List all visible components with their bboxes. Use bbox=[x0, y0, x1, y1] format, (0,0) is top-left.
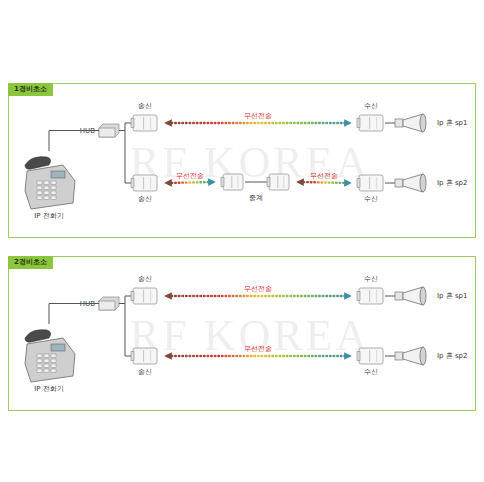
horn-speaker: Ip 혼 sp1 bbox=[395, 113, 427, 133]
ip-phone: IP 전화기 bbox=[23, 151, 75, 209]
wireless-link bbox=[168, 355, 348, 357]
speaker-icon bbox=[395, 346, 427, 366]
guard-post-panel: 1경비초소HUB송신수신Ip 혼 sp1IP 전화기송신중계수신Ip 혼 sp2 bbox=[8, 83, 476, 238]
wireless-link bbox=[168, 122, 348, 124]
link-label: 무선전송 bbox=[310, 172, 338, 180]
link-label: 무선전송 bbox=[244, 285, 272, 293]
device-icon bbox=[357, 347, 385, 365]
node-label: Ip 혼 sp2 bbox=[437, 179, 468, 188]
horn-speaker: Ip 혼 sp2 bbox=[395, 173, 427, 193]
wireless-link bbox=[168, 295, 348, 297]
node-label: 수신 bbox=[364, 102, 378, 111]
node-label: Ip 혼 sp1 bbox=[437, 119, 468, 128]
device-icon bbox=[357, 287, 385, 305]
node-label: IP 전화기 bbox=[34, 212, 64, 221]
speaker-icon bbox=[395, 286, 427, 306]
hub-icon bbox=[99, 124, 119, 137]
node-label: IP 전화기 bbox=[34, 385, 64, 394]
hub-box: HUB bbox=[99, 297, 119, 310]
phone-icon bbox=[23, 151, 75, 209]
link-label: 무선전송 bbox=[176, 172, 204, 180]
node-label: 중계 bbox=[249, 194, 263, 203]
watermark: RF KOREA bbox=[130, 137, 370, 188]
link-label: 무선전송 bbox=[244, 112, 272, 120]
horn-speaker: Ip 혼 sp1 bbox=[395, 286, 427, 306]
receiver: 수신 bbox=[357, 287, 385, 305]
cable bbox=[119, 296, 131, 304]
speaker-icon bbox=[395, 173, 427, 193]
node-label: HUB bbox=[80, 299, 95, 308]
link-label: 무선전송 bbox=[244, 345, 272, 353]
node-label: 송신 bbox=[138, 102, 152, 111]
node-label: 송신 bbox=[138, 368, 152, 377]
transmitter: 송신 bbox=[131, 114, 159, 132]
device-icon bbox=[131, 174, 159, 192]
node-label: 송신 bbox=[138, 195, 152, 204]
node-label: HUB bbox=[80, 126, 95, 135]
receiver: 수신 bbox=[357, 114, 385, 132]
transmitter: 송신 bbox=[131, 174, 159, 192]
relay-icon bbox=[221, 173, 291, 191]
panel-title: 1경비초소 bbox=[8, 83, 53, 96]
device-icon bbox=[357, 174, 385, 192]
cable bbox=[385, 296, 395, 297]
panel-title: 2경비초소 bbox=[8, 256, 53, 269]
cable bbox=[49, 131, 99, 152]
transmitter: 송신 bbox=[131, 287, 159, 305]
guard-post-panel: 2경비초소HUB송신수신Ip 혼 sp1IP 전화기송신수신Ip 혼 sp2 bbox=[8, 256, 476, 411]
receiver: 수신 bbox=[357, 174, 385, 192]
device-icon bbox=[131, 347, 159, 365]
cable bbox=[49, 304, 99, 325]
receiver: 수신 bbox=[357, 347, 385, 365]
node-label: 수신 bbox=[364, 195, 378, 204]
cable bbox=[385, 183, 395, 184]
hub-box: HUB bbox=[99, 124, 119, 137]
wireless-link bbox=[300, 182, 348, 183]
device-icon bbox=[357, 114, 385, 132]
relay-unit: 중계 bbox=[221, 173, 291, 191]
cable bbox=[385, 123, 395, 124]
node-label: 수신 bbox=[364, 368, 378, 377]
horn-speaker: Ip 혼 sp2 bbox=[395, 346, 427, 366]
cable bbox=[119, 123, 131, 131]
node-label: 송신 bbox=[138, 275, 152, 284]
cable bbox=[119, 131, 131, 184]
node-label: Ip 혼 sp2 bbox=[437, 352, 468, 361]
cable bbox=[385, 356, 395, 357]
wireless-link bbox=[168, 182, 212, 183]
speaker-icon bbox=[395, 113, 427, 133]
cable bbox=[119, 304, 131, 357]
hub-icon bbox=[99, 297, 119, 310]
node-label: Ip 혼 sp1 bbox=[437, 292, 468, 301]
node-label: 수신 bbox=[364, 275, 378, 284]
transmitter: 송신 bbox=[131, 347, 159, 365]
ip-phone: IP 전화기 bbox=[23, 324, 75, 382]
device-icon bbox=[131, 114, 159, 132]
phone-icon bbox=[23, 324, 75, 382]
device-icon bbox=[131, 287, 159, 305]
